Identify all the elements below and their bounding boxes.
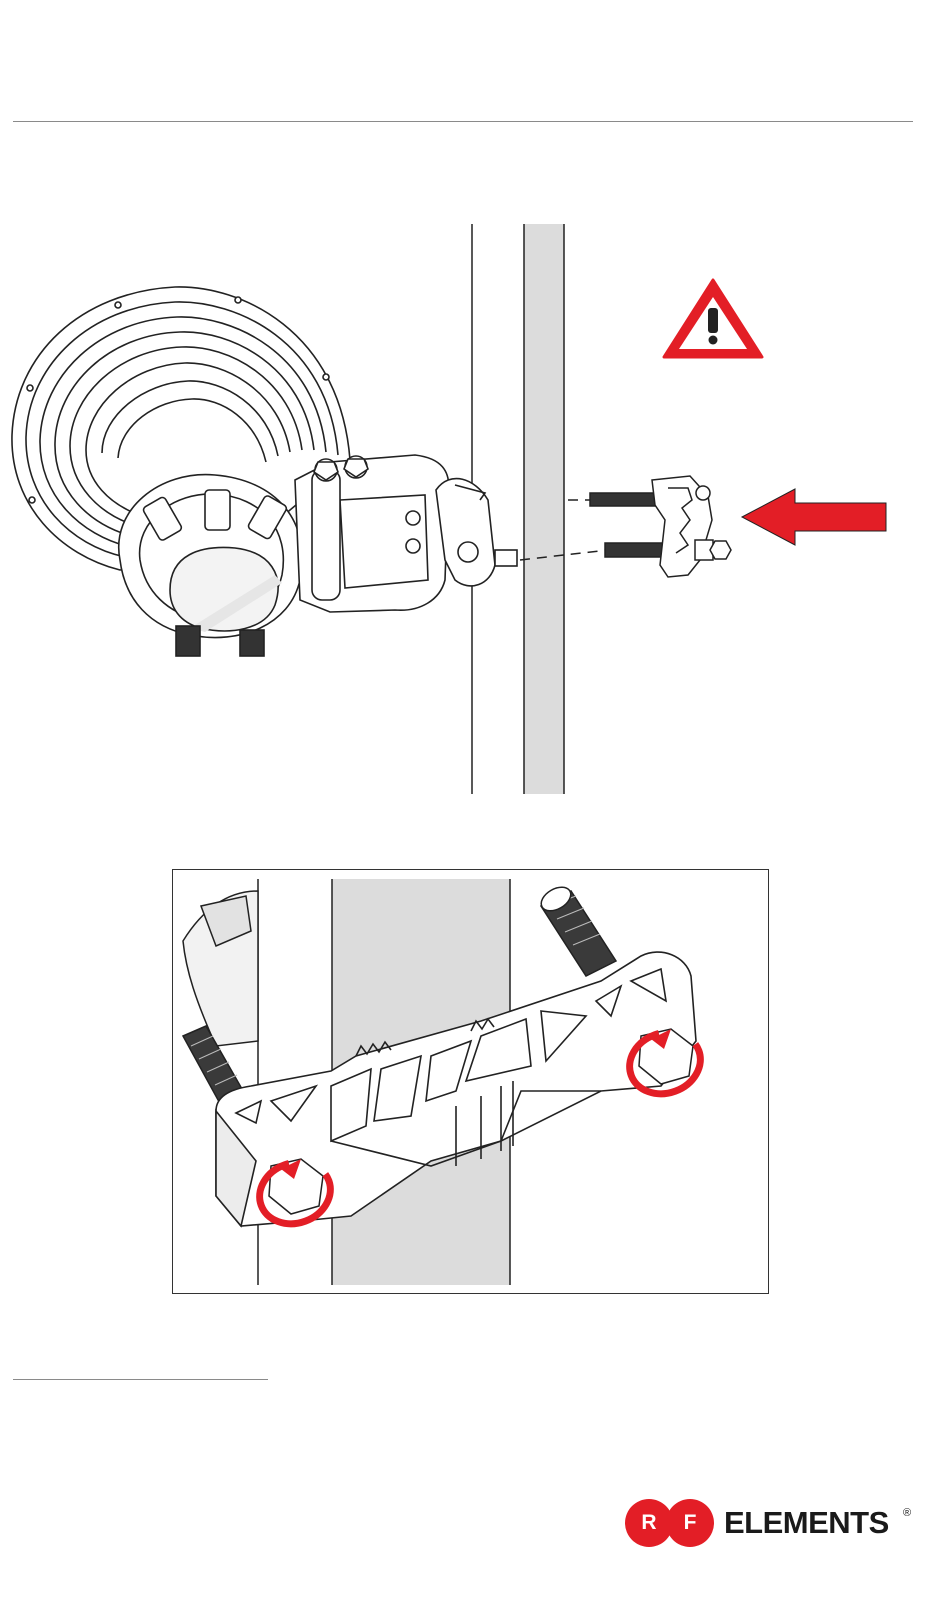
detail-view-clamp-tightening <box>172 869 769 1294</box>
logo-wordmark: ELEMENTS <box>724 1505 889 1541</box>
warning-triangle-icon <box>664 280 762 357</box>
clamp-with-bolts <box>590 476 731 577</box>
logo-f-circle: F <box>666 1499 714 1547</box>
antenna-mount-illustration <box>0 150 950 850</box>
bottom-divider <box>13 1379 268 1380</box>
red-arrow-left-icon <box>742 489 886 545</box>
mounting-bracket <box>295 455 517 612</box>
dish-antenna <box>12 287 350 656</box>
top-divider <box>13 121 913 122</box>
rf-elements-logo: R F ELEMENTS ® <box>622 1497 922 1553</box>
registered-mark: ® <box>903 1507 911 1519</box>
